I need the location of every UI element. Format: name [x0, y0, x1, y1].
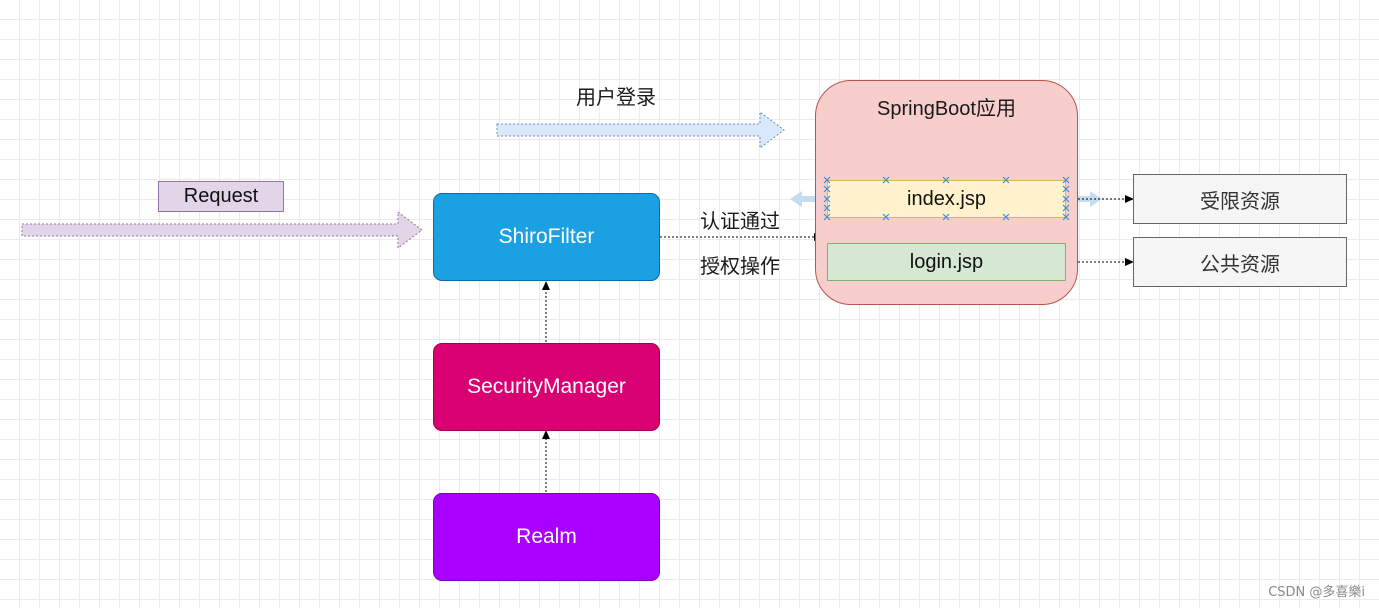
selection-marker	[1002, 176, 1010, 184]
shiro-filter-node[interactable]: ShiroFilter	[433, 193, 660, 281]
selection-marker	[942, 213, 950, 221]
selection-marker	[1062, 195, 1070, 203]
security-manager-node[interactable]: SecurityManager	[433, 343, 660, 431]
selection-marker	[823, 213, 831, 221]
realm-node[interactable]: Realm	[433, 493, 660, 581]
public-resource-node[interactable]: 公共资源	[1133, 237, 1347, 287]
selection-marker	[882, 213, 890, 221]
springboot-app-title: SpringBoot应用	[877, 98, 1016, 120]
login-label: 用户登录	[576, 85, 656, 109]
selection-marker	[823, 195, 831, 203]
selection-marker	[882, 176, 890, 184]
selection-marker	[823, 204, 831, 212]
selection-marker	[823, 185, 831, 193]
auth-passed-label: 认证通过	[700, 209, 780, 233]
login-jsp-node[interactable]: login.jsp	[827, 243, 1066, 281]
selection-marker	[1002, 213, 1010, 221]
authorize-operation-label: 授权操作	[700, 254, 780, 278]
selection-marker	[1062, 185, 1070, 193]
watermark: CSDN @多喜樂i	[1268, 585, 1365, 600]
request-label[interactable]: Request	[158, 181, 284, 212]
request-flow-arrow	[21, 211, 423, 249]
selection-marker	[1062, 213, 1070, 221]
selection-marker	[1062, 204, 1070, 212]
selection-marker	[942, 176, 950, 184]
selection-marker	[823, 176, 831, 184]
login-flow-arrow	[496, 111, 785, 149]
selection-marker	[1062, 176, 1070, 184]
restricted-resource-node[interactable]: 受限资源	[1133, 174, 1347, 224]
